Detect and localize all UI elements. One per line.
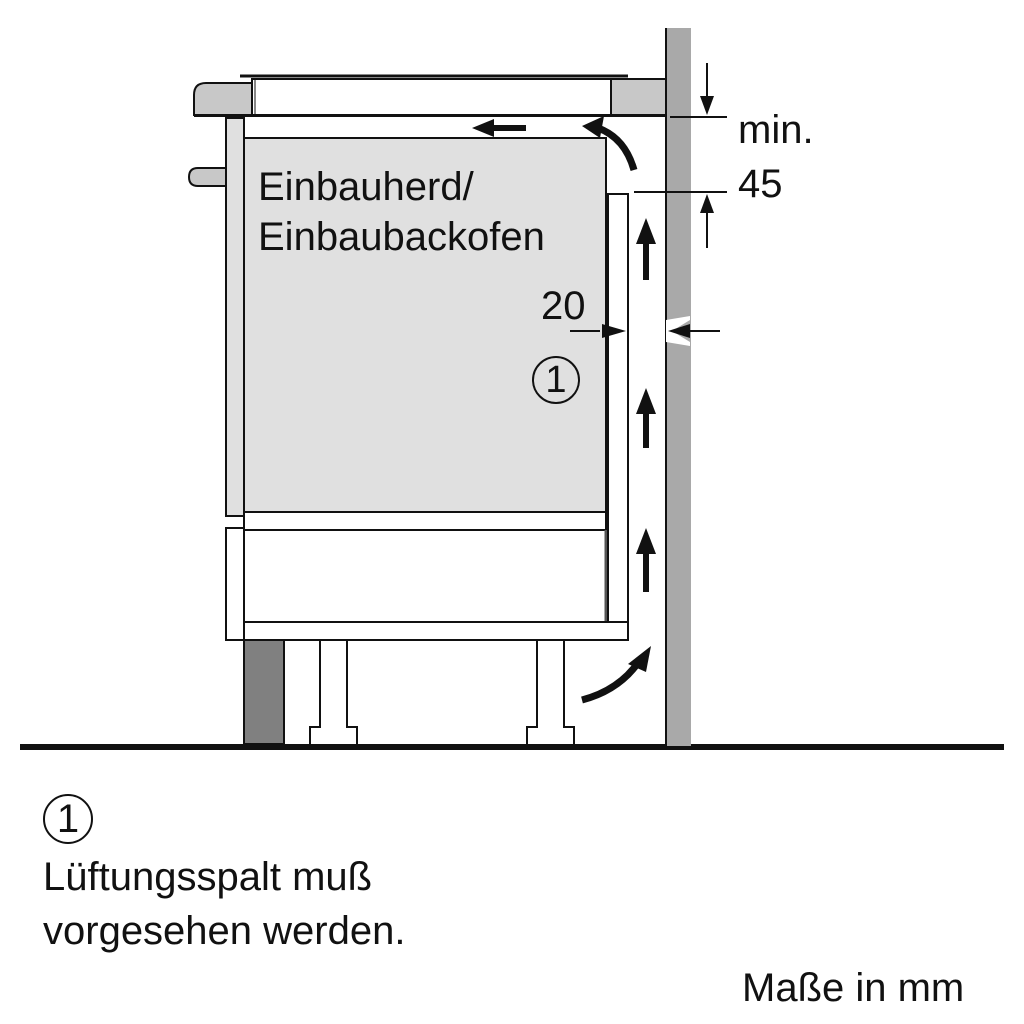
side-wall [665,28,691,746]
oven-handle [187,167,227,187]
legend-marker-number: 1 [56,796,80,841]
units-note: Maße in mm [742,966,965,1010]
oven-front [243,137,607,513]
cabinet-side-panel [607,193,629,623]
appliance-label-line1: Einbauherd/ [258,165,474,209]
dimension-min45 [634,63,727,248]
countertop-left [193,82,253,116]
airflow-arrows [472,116,656,704]
oven-door-frame [225,117,245,517]
dimension-20 [570,324,720,338]
callout-marker-number: 1 [545,358,567,401]
cabinet-foot-left [309,639,358,746]
drawer-front-strip [225,527,245,641]
cooktop [251,78,612,116]
dimension-label-20: 20 [541,284,586,328]
drawer [243,529,607,623]
legend-marker-1: 1 [43,794,93,844]
appliance-label-line2: Einbaubackofen [258,215,545,259]
cabinet-foot-right [526,639,575,746]
plinth [243,639,285,745]
dimension-label-45: 45 [738,162,783,206]
countertop-right [610,78,667,116]
floor-line [20,744,1004,750]
appliance-label: Einbauherd/ Einbaubackofen [258,162,545,262]
legend-text: Lüftungsspalt muß vorgesehen werden. [43,855,406,953]
dimension-label-min: min. [738,108,814,152]
cabinet-base [243,621,629,641]
callout-marker-1: 1 [532,356,580,404]
